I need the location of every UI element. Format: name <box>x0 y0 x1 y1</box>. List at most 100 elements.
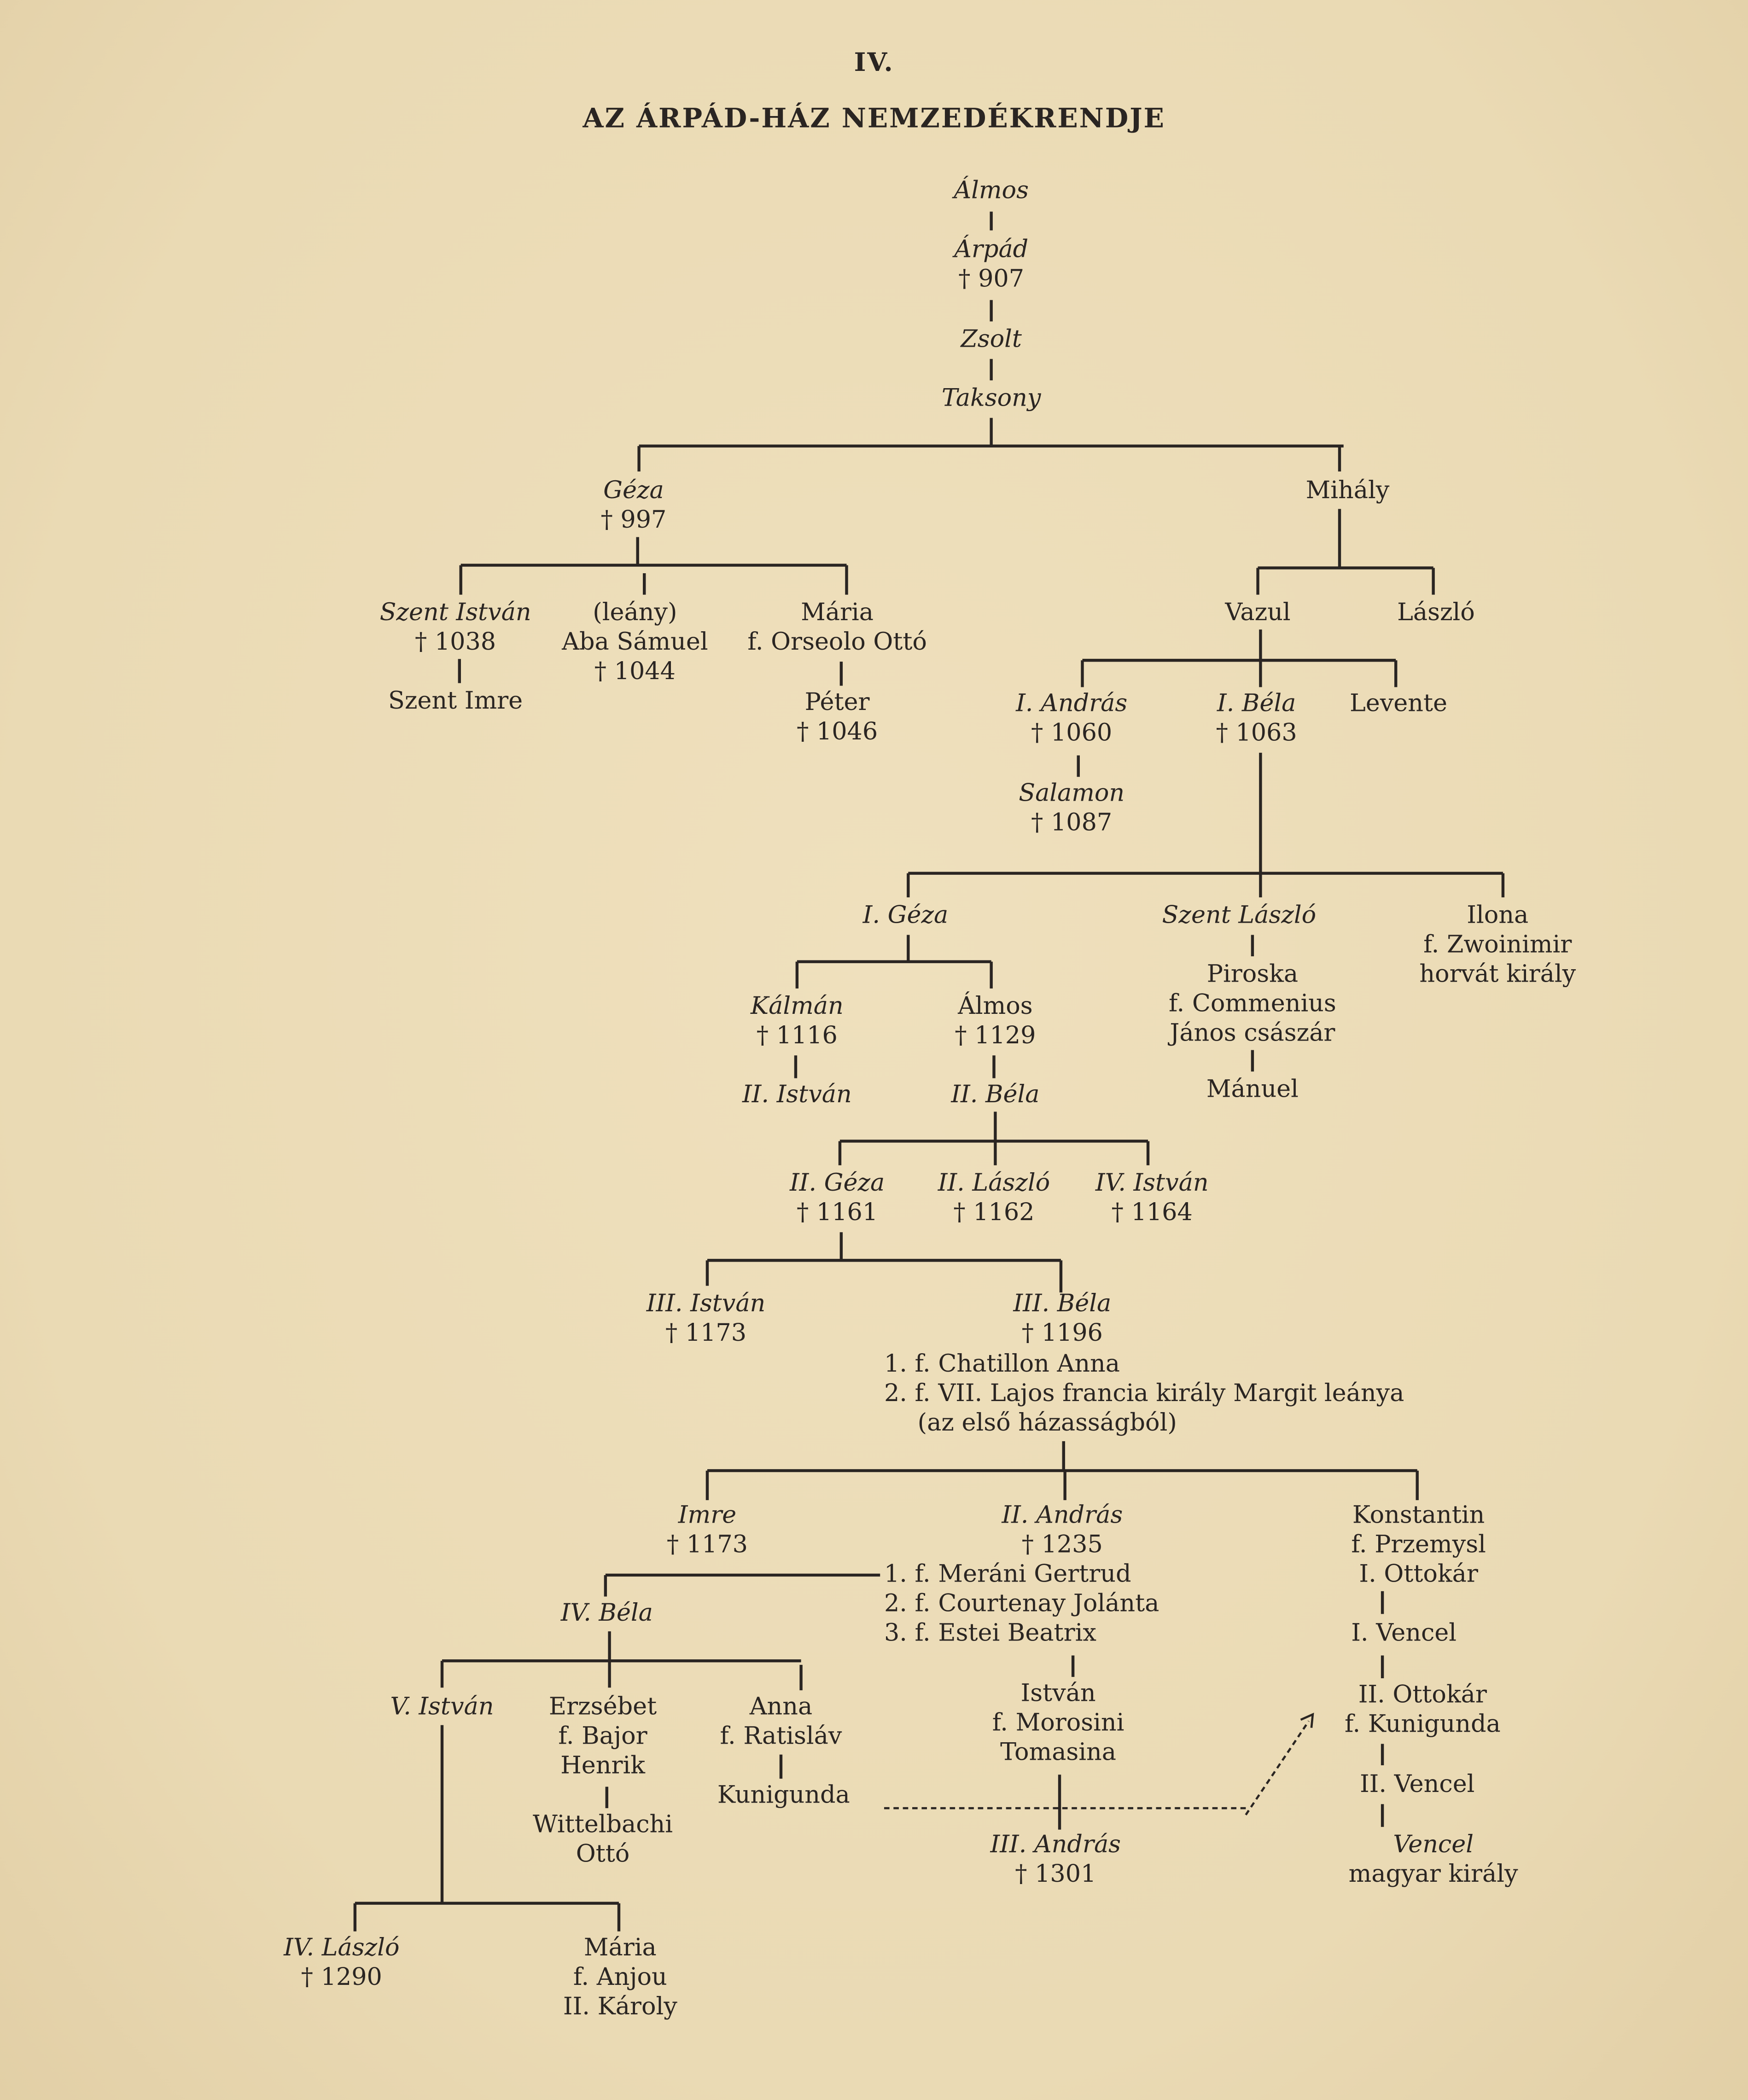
person-detail: Ilona <box>1467 901 1529 930</box>
person-detail: István <box>1020 1679 1096 1708</box>
person-laszlo4: IV. László† 1290 <box>284 1934 399 1993</box>
person-detail: † 1116 <box>756 1022 838 1050</box>
person-bela1: I. Béla† 1063 <box>1216 690 1297 749</box>
person-detail: Erzsébet <box>548 1693 657 1722</box>
person-detail: † 1162 <box>953 1198 1035 1227</box>
person-mihaly: Mihály <box>1306 477 1390 506</box>
person-detail: † 1173 <box>666 1530 748 1559</box>
person-name: Taksony <box>941 384 1041 413</box>
person-kalman: Kálmán† 1116 <box>751 993 844 1052</box>
person-detail: Henrik <box>560 1751 646 1780</box>
person-name: II. István <box>742 1081 852 1109</box>
page-title: AZ ÁRPÁD-HÁZ NEMZEDÉKRENDJE <box>583 102 1165 134</box>
person-name: Álmos <box>954 176 1029 205</box>
person-kunigunda: Kunigunda <box>717 1781 850 1811</box>
person-name: II. Géza <box>789 1169 885 1198</box>
person-detail: f. Kunigunda <box>1345 1710 1501 1739</box>
person-andras3: III. András† 1301 <box>991 1831 1121 1890</box>
person-detail: f. Zwoinimir <box>1423 931 1572 959</box>
person-detail: Piroska <box>1206 960 1299 989</box>
person-laszlo2: II. László† 1162 <box>938 1169 1050 1228</box>
person-detail: Tomasina <box>1000 1738 1117 1767</box>
person-name: IV. István <box>1095 1169 1209 1198</box>
person-detail: f. Morosini <box>992 1709 1125 1737</box>
person-manuel: Mánuel <box>1206 1076 1299 1105</box>
person-name: II. András <box>1002 1501 1123 1530</box>
person-detail: Vazul <box>1225 599 1291 627</box>
person-name: Salamon <box>1019 780 1125 808</box>
person-detail: f. Bajor <box>558 1722 647 1751</box>
person-detail: † 1164 <box>1111 1198 1193 1227</box>
person-detail: Mánuel <box>1206 1075 1299 1104</box>
person-istvan2: II. István <box>742 1081 852 1111</box>
person-detail: Anna <box>749 1693 813 1722</box>
person-name: II. Béla <box>951 1081 1040 1109</box>
person-name: Kálmán <box>751 992 844 1021</box>
person-andras1: I. András† 1060 <box>1016 690 1127 749</box>
person-vencel1: I. Vencel <box>1351 1619 1457 1649</box>
person-vencel2: II. Vencel <box>1360 1771 1474 1800</box>
person-detail: Aba Sámuel <box>562 628 708 657</box>
person-laszlo1: László <box>1397 599 1475 628</box>
person-peter: Péter† 1046 <box>797 688 878 747</box>
person-detail: † 1161 <box>797 1198 878 1227</box>
person-name: Imre <box>678 1501 737 1530</box>
person-detail: † 1290 <box>301 1963 382 1992</box>
person-name: II. László <box>938 1169 1050 1198</box>
person-detail: † 1060 <box>1031 719 1113 748</box>
person-aba: (leány)Aba Sámuel† 1044 <box>562 599 708 687</box>
person-name: III. András <box>990 1831 1121 1859</box>
person-name: I. András <box>1016 690 1128 718</box>
person-bela4: IV. Béla <box>561 1599 653 1629</box>
dashed-succession-line <box>884 1712 1314 1815</box>
marriage-line: 1. f. Chatillon Anna <box>884 1350 1120 1379</box>
person-detail: † 1129 <box>955 1022 1036 1050</box>
person-detail: II. Ottokár <box>1358 1681 1487 1709</box>
person-detail: † 1196 <box>1021 1319 1103 1348</box>
person-detail: Péter <box>804 688 870 717</box>
person-name: IV. László <box>284 1934 400 1962</box>
person-detail: f. Anjou <box>573 1963 667 1992</box>
person-arpad: Árpád† 907 <box>954 236 1028 295</box>
person-detail: † 1235 <box>1021 1530 1103 1559</box>
marriage-line: 2. f. VII. Lajos francia király Margit l… <box>884 1379 1404 1408</box>
person-detail: f. Commenius <box>1169 989 1336 1018</box>
person-detail: Mihály <box>1305 477 1390 505</box>
person-detail: János császár <box>1170 1019 1335 1047</box>
person-name: III. Béla <box>1013 1290 1112 1318</box>
person-detail: † 1301 <box>1015 1860 1096 1889</box>
andras2-marriages: 1. f. Meráni Gertrud 2. f. Courtenay Jol… <box>884 1560 1159 1649</box>
person-istvan4: IV. István† 1164 <box>1095 1169 1209 1228</box>
person-detail: † 1173 <box>665 1319 747 1348</box>
person-bela3: III. Béla† 1196 <box>1013 1290 1111 1349</box>
person-taksony: Taksony <box>942 384 1041 414</box>
solid-lines <box>353 211 1505 1931</box>
marriage-note: (az első házasságból) <box>917 1409 1177 1437</box>
person-almos: Álmos <box>954 177 1029 206</box>
person-detail: † 1038 <box>415 628 496 657</box>
person-detail: Álmos <box>958 992 1033 1021</box>
person-detail: † 1044 <box>594 657 676 686</box>
person-detail: magyar király <box>1348 1860 1518 1889</box>
person-name: Szent István <box>379 599 531 627</box>
marriage-line: 2. f. Courtenay Jolánta <box>884 1589 1160 1618</box>
person-detail: Mária <box>583 1934 657 1962</box>
person-detail: † 1063 <box>1216 719 1297 748</box>
person-levente: Levente <box>1350 690 1447 719</box>
person-detail: Mária <box>801 599 874 627</box>
person-andras2: II. András† 1235 <box>1002 1501 1123 1560</box>
person-detail: f. Przemysl <box>1351 1530 1486 1559</box>
person-geza1: I. Géza <box>863 902 949 931</box>
bela3-marriages: 1. f. Chatillon Anna 2. f. VII. Lajos fr… <box>884 1350 1404 1438</box>
person-detail: Szent Imre <box>388 687 523 716</box>
person-vazul: Vazul <box>1225 599 1290 628</box>
